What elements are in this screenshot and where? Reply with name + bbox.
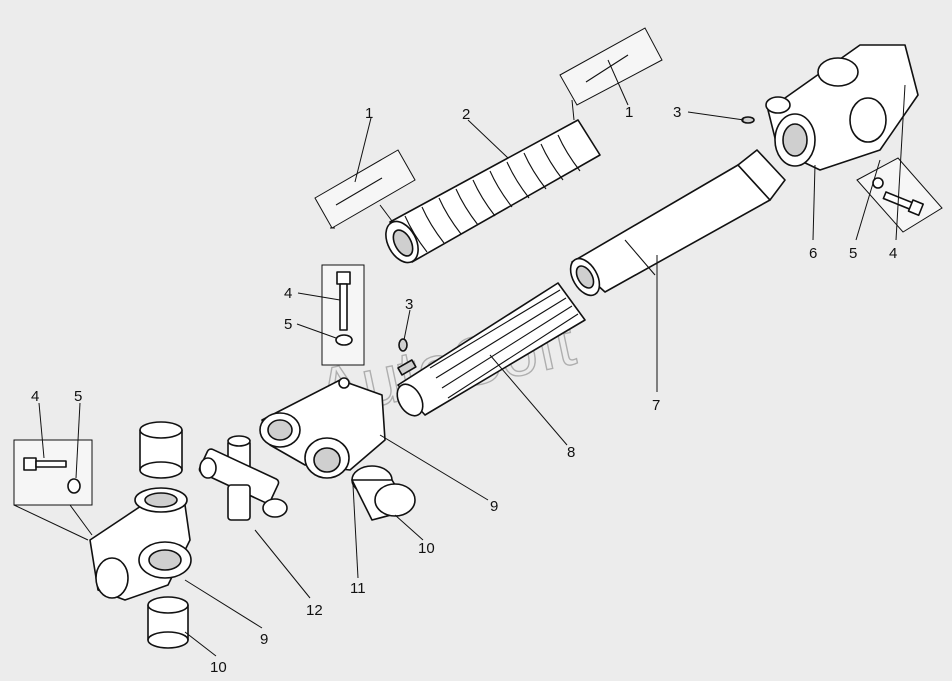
callout-10-upper: 10: [418, 540, 435, 557]
callout-1-left: 1: [365, 105, 373, 122]
bearing-cup-top: [139, 421, 183, 479]
yoke-part-9-lower: [89, 487, 192, 601]
yoke-part-6: [765, 44, 919, 171]
tube-part-7: [569, 149, 786, 297]
callout-5-middle: 5: [284, 316, 292, 333]
callout-6: 6: [809, 245, 817, 262]
bolt-detail-box-left: [13, 439, 93, 541]
leader-lines: [38, 59, 906, 657]
callout-5-right: 5: [849, 245, 857, 262]
splined-shaft-part-8: [396, 282, 586, 417]
callout-4-right: 4: [889, 245, 897, 262]
callout-12: 12: [306, 602, 323, 619]
bolt-detail-box-middle: [321, 264, 365, 366]
callout-5-left: 5: [74, 388, 82, 405]
callout-8: 8: [567, 444, 575, 461]
cross-part-12: [198, 435, 288, 521]
yoke-part-9-upper: [259, 377, 386, 479]
bearing-cap-part-10-upper: [351, 465, 416, 521]
callout-2: 2: [462, 106, 470, 123]
callout-4-left: 4: [31, 388, 39, 405]
callout-9-upper: 9: [490, 498, 498, 515]
key-detail-box-right: [559, 27, 663, 121]
callout-10-lower: 10: [210, 659, 227, 676]
callout-4-middle: 4: [284, 285, 292, 302]
callout-9-lower: 9: [260, 631, 268, 648]
callout-11: 11: [350, 580, 366, 597]
callout-3-middle: 3: [405, 296, 413, 313]
callout-7: 7: [652, 397, 660, 414]
bearing-cup-bottom: [147, 596, 189, 649]
callout-1-right: 1: [625, 104, 633, 121]
key-part-3-middle: [398, 338, 408, 352]
bellows-part-2: [385, 119, 601, 264]
callout-3-upper: 3: [673, 104, 681, 121]
key-detail-box-left: [314, 149, 416, 229]
bolt-detail-box-right: [856, 157, 943, 233]
